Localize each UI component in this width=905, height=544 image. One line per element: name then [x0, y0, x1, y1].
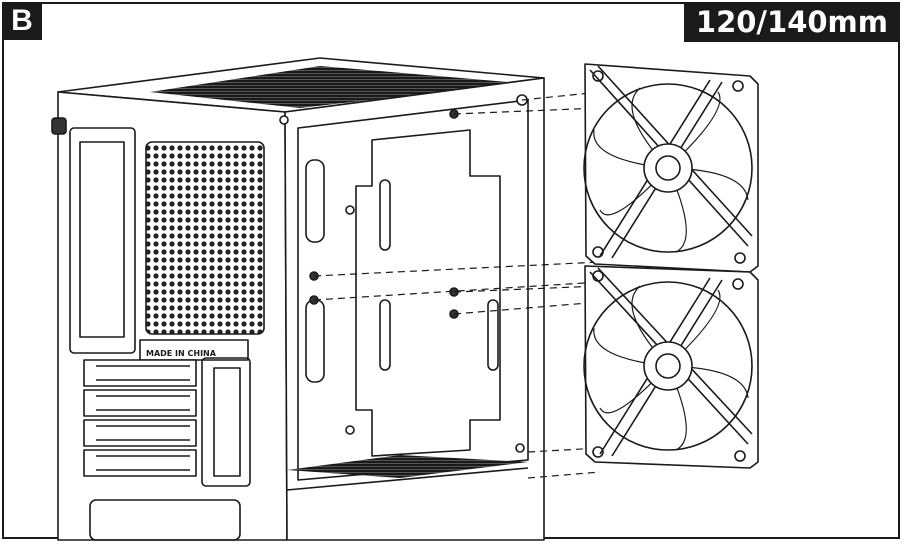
pc-case-illustration: MADE IN CHINA — [51, 57, 545, 541]
case-stamp: MADE IN CHINA — [146, 349, 217, 358]
fan-size-badge: 120/140mm — [683, 2, 900, 42]
case-fan-illustration — [583, 63, 759, 469]
screw-alignment-lines — [313, 91, 601, 479]
step-label-badge: B — [2, 2, 42, 40]
